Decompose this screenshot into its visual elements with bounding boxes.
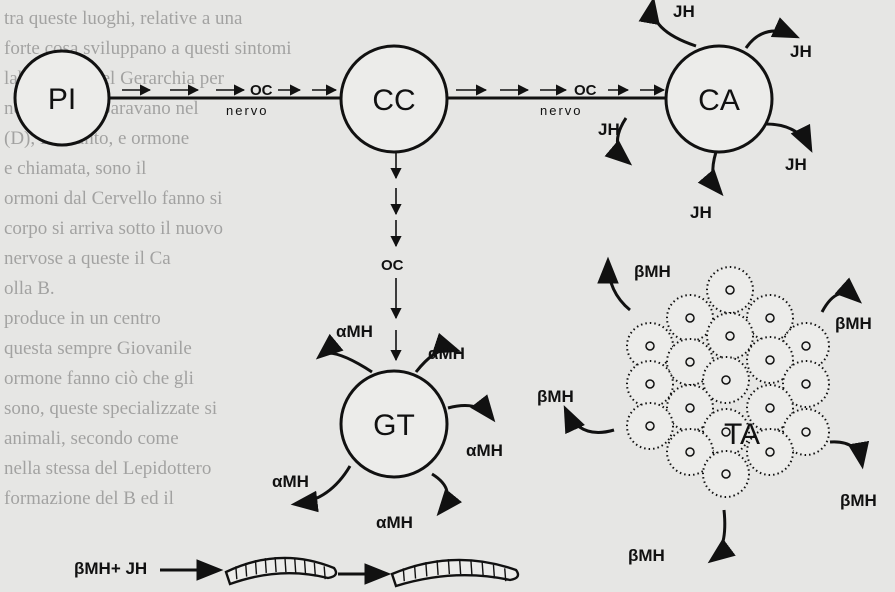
ta-cell-nucleus [685, 403, 695, 413]
jh-label-lower-right: JH [785, 155, 807, 174]
ta-cell-nucleus [765, 447, 775, 457]
bmh-label-right: βMH [835, 314, 872, 333]
ta-cell [666, 384, 714, 432]
jh-label-right: JH [790, 42, 812, 61]
ta-cell-nucleus [765, 313, 775, 323]
node-ca-label: CA [698, 84, 740, 117]
bmh-label-left: βMH [537, 387, 574, 406]
ta-cell [702, 408, 750, 456]
bmh-jh-label: βMH+ JH [74, 559, 147, 578]
ta-cell [702, 450, 750, 498]
jh-label-bottom: JH [690, 203, 712, 222]
ta-cell-nucleus [801, 379, 811, 389]
ta-cell [746, 428, 794, 476]
ta-cell [702, 356, 750, 404]
ta-cell [626, 402, 674, 450]
ta-cell-nucleus [765, 403, 775, 413]
ta-cell-nucleus [725, 285, 735, 295]
cc-ca-nervo-label: nervo [540, 103, 583, 118]
ta-cell-nucleus [801, 341, 811, 351]
ta-cell-nucleus [721, 469, 731, 479]
ta-cell [626, 322, 674, 370]
ta-cell [746, 294, 794, 342]
amh-label-upper-right: αMH [428, 344, 465, 363]
pi-cc-nervo-label: nervo [226, 103, 269, 118]
connection-cc-gt: OC [381, 152, 404, 362]
node-gt: GT [339, 369, 449, 479]
ta-cell-nucleus [685, 447, 695, 457]
ta-cell-nucleus [645, 421, 655, 431]
ta-cell [782, 322, 830, 370]
background-text-line: olla B. [4, 278, 55, 299]
ta-cell [666, 294, 714, 342]
amh-label-right: αMH [466, 441, 503, 460]
ta-cell-nucleus [685, 313, 695, 323]
node-pi-label: PI [48, 83, 76, 116]
bmh-label-top: βMH [634, 262, 671, 281]
larva-icon [224, 556, 338, 586]
amh-label-bottom: αMH [376, 513, 413, 532]
jh-label-top: JH [673, 2, 695, 21]
node-cc-label: CC [372, 84, 415, 117]
node-gt-label: GT [373, 409, 415, 442]
background-text-line: formazione del B ed il [4, 488, 174, 509]
background-text-line: animali, secondo come [4, 428, 179, 449]
background-text-line: nervose a queste il Ca [4, 248, 171, 269]
ta-cell-nucleus [721, 375, 731, 385]
background-text-line: ormoni dal Cervello fanno si [4, 188, 222, 209]
ta-cell-nucleus [801, 427, 811, 437]
background-text-line: nella stessa del Lepidottero [4, 458, 211, 479]
amh-label-left: αMH [272, 472, 309, 491]
ta-cell-nucleus [725, 331, 735, 341]
ta-cell [626, 360, 674, 408]
ta-cell [746, 336, 794, 384]
cc-ca-oc-label: OC [574, 82, 597, 99]
ta-cell [782, 360, 830, 408]
ta-cell [706, 312, 754, 360]
connection-pi-cc: OC nervo [110, 82, 342, 118]
background-text-line: produce in un centro [4, 308, 161, 329]
background-text-line: ormone fanno ciò che gli [4, 368, 194, 389]
node-ta-label: TA [724, 418, 760, 451]
bmh-label-bottom: βMH [628, 546, 665, 565]
ta-cell-nucleus [645, 379, 655, 389]
ta-cell [666, 428, 714, 476]
ta-cell [782, 408, 830, 456]
bmh-label-lower-right: βMH [840, 491, 877, 510]
background-text-line: e chiamata, sono il [4, 158, 146, 179]
ta-cell-nucleus [765, 355, 775, 365]
jh-label-left: JH [598, 120, 620, 139]
jh-arrows [604, 0, 813, 197]
ta-cell-nucleus [721, 427, 731, 437]
node-ca: CA [664, 44, 774, 154]
ta-cell-nucleus [685, 357, 695, 367]
node-ta-cluster [626, 266, 830, 498]
node-pi: PI [13, 49, 111, 147]
larva-icon [390, 558, 520, 588]
background-text-line: tra queste luoghi, relative a una [4, 8, 243, 29]
background-text-line: sono, queste specializzate si [4, 398, 217, 419]
amh-label-upper-left: αMH [336, 322, 373, 341]
background-text-line: corpo si arriva sotto il nuovo [4, 218, 223, 239]
background-text-line: questa sempre Giovanile [4, 338, 192, 359]
cc-gt-oc-label: OC [381, 257, 404, 274]
pi-cc-oc-label: OC [250, 82, 273, 99]
connection-cc-ca: OC nervo [443, 82, 668, 118]
ta-cell-nucleus [645, 341, 655, 351]
ta-cell [706, 266, 754, 314]
bmh-arrows [563, 256, 870, 564]
amh-arrows [290, 332, 496, 517]
ta-cell [746, 384, 794, 432]
node-cc: CC [339, 44, 449, 154]
